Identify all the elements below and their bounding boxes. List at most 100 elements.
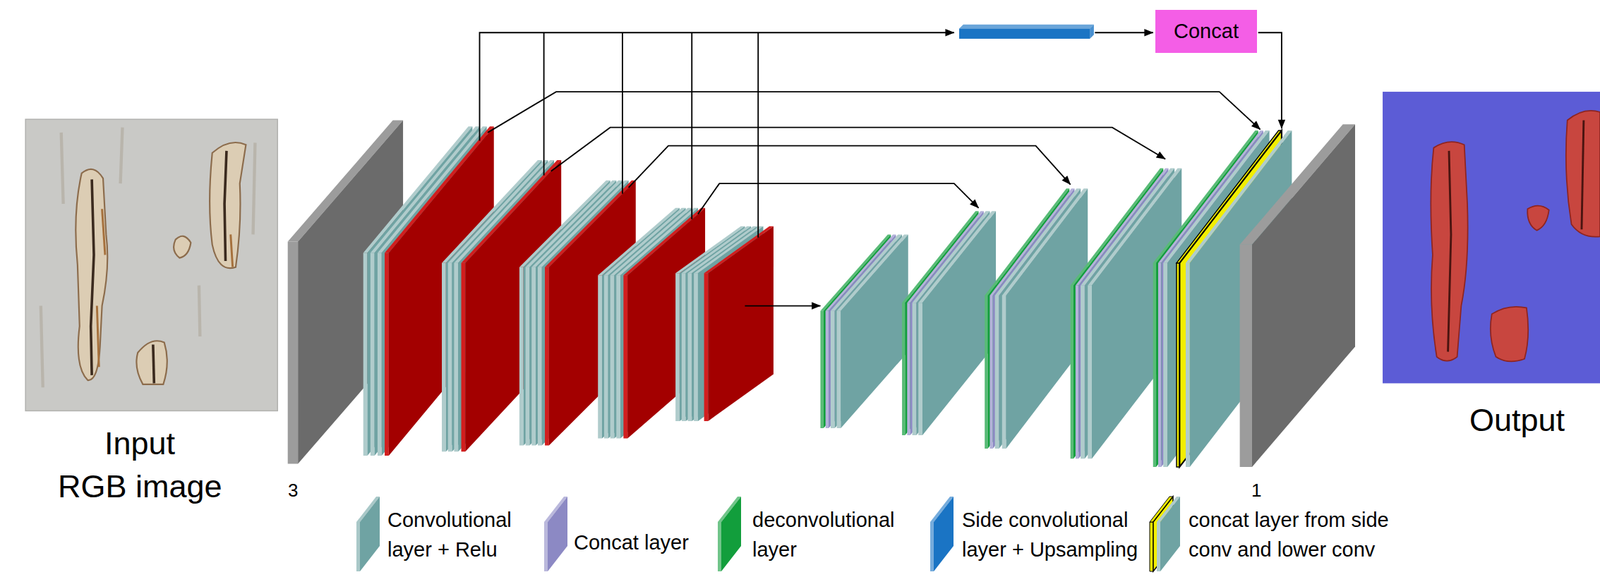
skip-connection (551, 127, 1166, 172)
pool-layer-side (460, 263, 466, 452)
deconv-layer-side (1070, 285, 1074, 460)
surface-stain (199, 285, 200, 337)
conv-layer-side (1087, 285, 1092, 460)
channel-count: 1 (1251, 479, 1262, 502)
input-photo (25, 119, 278, 411)
input-volume-side (287, 242, 298, 465)
surface-stain (61, 132, 64, 204)
concat-layer-side (825, 311, 829, 429)
conv-layer-side (610, 275, 615, 439)
legend-swatch (352, 494, 384, 574)
output-volume-face (1252, 124, 1356, 468)
conv-layer-side (616, 275, 621, 439)
skip-connection (628, 146, 1071, 188)
legend-swatch (714, 494, 746, 574)
legend-text: Side convolutional layer + Upsampling (961, 505, 1147, 565)
input-volume-face (297, 120, 403, 465)
spall-area (173, 236, 191, 259)
legend-text: deconvolutional layer (752, 505, 915, 565)
rust-streak (102, 208, 106, 255)
crack-line (91, 179, 94, 375)
skip-connection (1094, 31, 1153, 34)
conv-layer-side (363, 252, 368, 456)
pool-layer-side (384, 252, 389, 456)
legend-slab-side (356, 522, 360, 572)
damage-region (1430, 141, 1468, 362)
conv-layer-side (675, 273, 680, 422)
skip-connection (479, 32, 955, 141)
conv-layer-side (1163, 263, 1168, 468)
pool-layer-face (707, 226, 774, 422)
deconv-layer-side (1153, 263, 1157, 468)
legend-swatch (540, 494, 572, 574)
concat-box: Concat (1155, 9, 1257, 53)
conv-layer-side (597, 275, 603, 439)
conv-layer-side (377, 252, 382, 456)
legend-swatch (926, 494, 958, 574)
output-mask (1382, 91, 1600, 384)
side-conv-face (959, 28, 1090, 39)
damage-region (1527, 206, 1549, 231)
deconv-layer-side (984, 295, 988, 449)
spall-area (209, 142, 246, 269)
conv-layer-side (1002, 295, 1007, 449)
legend-slab (352, 494, 384, 574)
skip-connection (744, 305, 821, 308)
skip-connection (621, 32, 624, 194)
photo-border (25, 119, 278, 411)
legend-slab-side (1156, 522, 1161, 572)
conv-layer-side (525, 267, 531, 447)
conv-layer-side (1185, 263, 1190, 468)
skip-connection (690, 32, 693, 219)
legend-slab (1147, 494, 1185, 574)
side-conv-end (1089, 24, 1094, 39)
input-volume (287, 120, 403, 465)
crack-line (153, 344, 154, 384)
rust-streak (96, 306, 99, 368)
rust-streak (230, 234, 233, 267)
conv-layer-side (918, 302, 923, 436)
legend-slab-face (1160, 496, 1181, 572)
side-conv-top (959, 24, 1094, 29)
legend-text: concat layer from side conv and lower co… (1188, 505, 1401, 565)
crack-line (1448, 151, 1452, 353)
damage-region (1490, 307, 1529, 363)
pool-layer-face (465, 160, 562, 452)
concrete-ground (25, 119, 278, 411)
legend-slab-face (933, 496, 954, 572)
conv-layer-side (830, 311, 835, 429)
box-label: Concat (1173, 19, 1239, 44)
legend-slab-side (930, 522, 934, 572)
spall-area (75, 169, 108, 381)
input-caption: Input (104, 425, 176, 463)
conv-layer (837, 234, 909, 429)
conv-layer-side (519, 267, 524, 447)
conv-layer-side (441, 263, 447, 452)
skip-connection (698, 183, 979, 214)
legend-slab-face (721, 496, 742, 572)
concat-layer-side (1158, 263, 1162, 468)
conv-layer-side (687, 273, 692, 422)
skip-connection (757, 32, 759, 238)
conv-layer (918, 211, 996, 436)
conv-layer-side (681, 273, 687, 422)
conv-layer-side (912, 302, 917, 436)
conv-layer-side (537, 267, 543, 447)
conv-layer-side (370, 252, 375, 456)
legend-text: Concat layer (573, 527, 689, 558)
surface-stain (253, 142, 256, 235)
legend-slab-side (717, 522, 722, 572)
damage-region (1566, 110, 1600, 238)
legend-swatch (1147, 494, 1185, 574)
pool-layer (704, 226, 774, 422)
legend-slab-face (359, 496, 380, 572)
skip-connection (543, 32, 545, 176)
output-volume (1240, 124, 1356, 468)
conv-layer-side (1080, 285, 1085, 460)
surface-stain (120, 127, 123, 184)
input-caption: RGB image (57, 468, 223, 506)
crack-line (1581, 120, 1584, 231)
side-conv-bar (959, 24, 1094, 39)
conv-layer-side (604, 275, 609, 439)
